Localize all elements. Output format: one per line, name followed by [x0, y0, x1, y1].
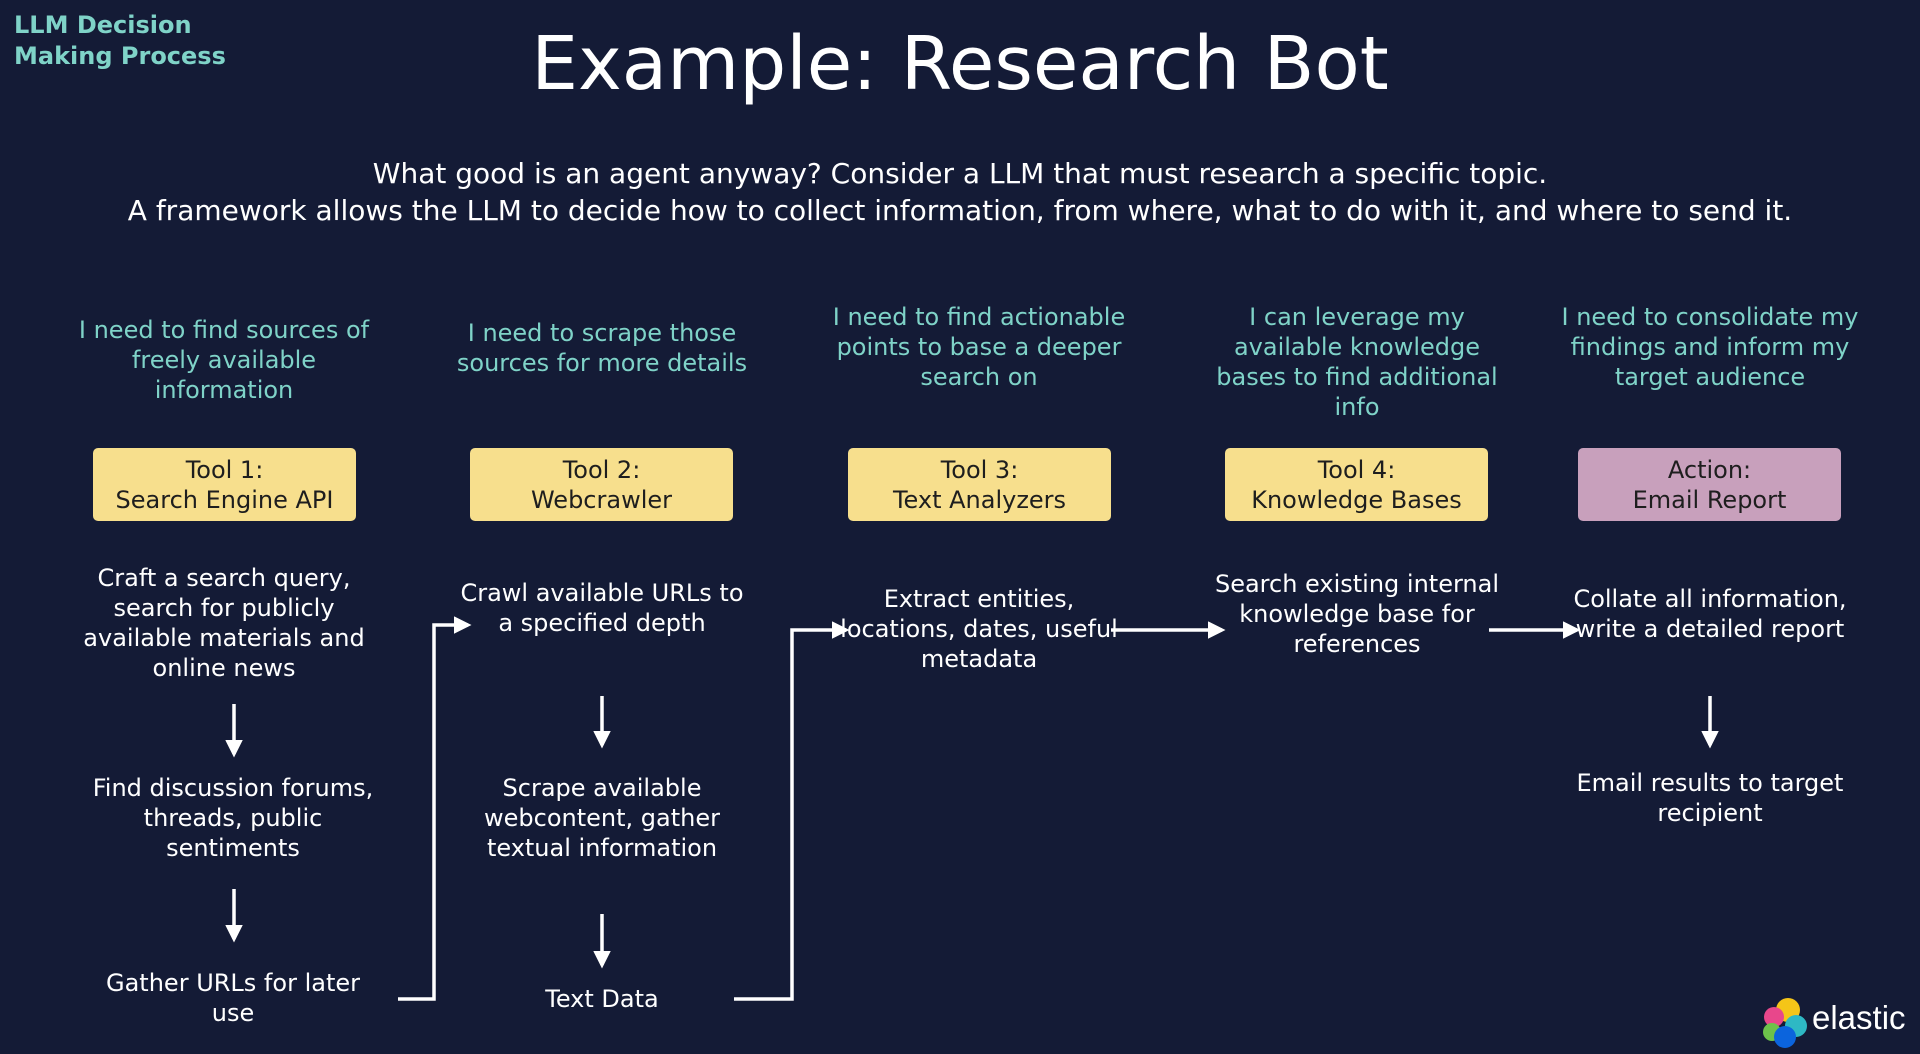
tool-box-text-analyzers: Tool 3: Text Analyzers	[848, 448, 1111, 521]
step-email-results: Email results to target recipient	[1576, 769, 1844, 827]
step-gather-urls: Gather URLs for later use	[106, 969, 360, 1027]
arrow-connector	[398, 616, 472, 1001]
elastic-logo-icon	[1763, 998, 1807, 1048]
tool-box-name: Search Engine API	[115, 485, 334, 514]
action-box-email-report: Action: Email Report	[1578, 448, 1841, 521]
step-search-knowledge-base: Search existing internal knowledge base …	[1214, 570, 1500, 658]
tool-box-label: Tool 4:	[1317, 455, 1396, 484]
elastic-logo: elastic	[1758, 996, 1918, 1048]
thought-tool-1: I need to find sources of freely availab…	[78, 316, 370, 404]
tool-box-name: Text Analyzers	[892, 485, 1067, 514]
step-find-discussion-forums: Find discussion forums, threads, public …	[92, 774, 374, 862]
step-collate-information: Collate all information, write a detaile…	[1573, 585, 1847, 643]
tool-box-name: Knowledge Bases	[1251, 485, 1462, 514]
subtitle-line-1: What good is an agent anyway? Consider a…	[372, 157, 1548, 190]
page-title: Example: Research Bot	[531, 21, 1389, 107]
tool-box-label: Tool 1:	[185, 455, 264, 484]
arrow-connector	[734, 621, 850, 1001]
tool-box-webcrawler: Tool 2: Webcrawler	[470, 448, 733, 521]
tool-box-name: Webcrawler	[530, 485, 673, 514]
step-scrape-webcontent: Scrape available webcontent, gather text…	[484, 774, 720, 862]
step-craft-search-query: Craft a search query, search for publicl…	[83, 564, 365, 682]
thought-action: I need to consolidate my findings and in…	[1561, 303, 1859, 391]
tool-box-knowledge-bases: Tool 4: Knowledge Bases	[1225, 448, 1488, 521]
tool-box-search-engine-api: Tool 1: Search Engine API	[93, 448, 356, 521]
step-crawl-urls: Crawl available URLs to a specified dept…	[460, 579, 744, 637]
action-box-name: Email Report	[1632, 485, 1787, 514]
tool-box-label: Tool 2:	[562, 455, 641, 484]
tool-box-label: Tool 3:	[940, 455, 1019, 484]
thought-tool-4: I can leverage my available knowledge ba…	[1216, 303, 1498, 421]
thought-tool-2: I need to scrape those sources for more …	[456, 319, 748, 377]
elastic-logo-text: elastic	[1812, 999, 1906, 1036]
subtitle-line-2: A framework allows the LLM to decide how…	[127, 194, 1793, 227]
action-box-label: Action:	[1667, 455, 1752, 484]
step-extract-entities: Extract entities, locations, dates, usef…	[840, 585, 1118, 673]
step-text-data: Text Data	[545, 985, 659, 1013]
thought-tool-3: I need to find actionable points to base…	[832, 303, 1126, 391]
corner-label: LLM Decision Making Process	[14, 11, 226, 70]
